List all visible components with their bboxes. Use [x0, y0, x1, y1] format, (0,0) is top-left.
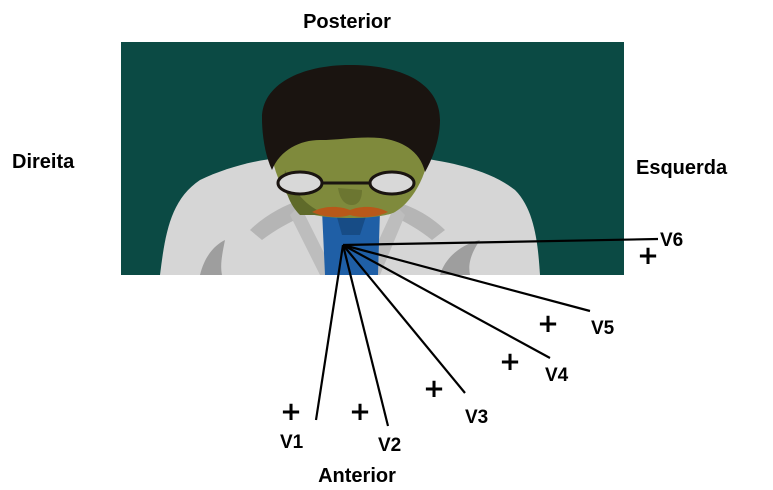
lead-v5-marker: +	[537, 309, 559, 339]
lead-v2-label: V2	[378, 435, 401, 456]
lead-v3-label: V3	[465, 407, 488, 428]
doctor-figure-icon	[160, 65, 540, 275]
lead-v6-marker: +	[637, 241, 659, 271]
posterior-label: Posterior	[303, 11, 391, 33]
lead-v6-label: V6	[660, 230, 683, 251]
anterior-label: Anterior	[318, 465, 396, 487]
lead-vectors	[314, 237, 659, 427]
lead-v1-label: V1	[280, 432, 304, 453]
esquerda-label: Esquerda	[636, 157, 728, 179]
direita-label: Direita	[12, 151, 75, 173]
lead-v6-vector	[342, 237, 659, 247]
lead-v5-label: V5	[591, 318, 615, 339]
lead-v1-vector	[314, 244, 345, 421]
lead-v2-vector	[341, 244, 390, 427]
lead-v2-marker: +	[349, 397, 371, 427]
lead-v4-vector	[342, 244, 551, 359]
lead-v5-vector	[342, 243, 591, 313]
lead-v4-label: V4	[545, 365, 569, 386]
lead-v4-marker: +	[499, 347, 521, 377]
lead-v1-marker: +	[280, 397, 302, 427]
lead-v3-vector	[342, 244, 466, 394]
lead-v3-marker: +	[423, 374, 445, 404]
